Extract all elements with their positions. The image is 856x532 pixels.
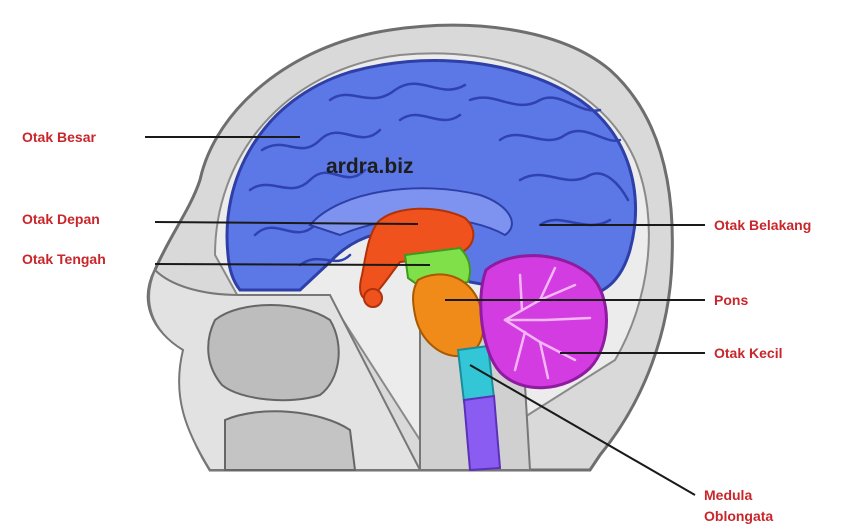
label-otak-kecil: Otak Kecil: [714, 344, 782, 362]
label-otak-tengah: Otak Tengah: [22, 250, 106, 268]
pituitary: [364, 289, 382, 307]
watermark: ardra.biz: [326, 155, 414, 179]
label-otak-belakang: Otak Belakang: [714, 216, 811, 234]
label-medula-line1: Medula: [704, 486, 752, 504]
label-pons: Pons: [714, 291, 748, 309]
nasal-cavity: [208, 305, 339, 400]
label-medula-line2: Oblongata: [704, 507, 773, 525]
leader-otak-tengah: [155, 264, 430, 265]
label-otak-depan: Otak Depan: [22, 210, 100, 228]
cerebellum: [481, 256, 607, 388]
medulla-lower: [464, 396, 500, 470]
label-otak-besar: Otak Besar: [22, 128, 96, 146]
